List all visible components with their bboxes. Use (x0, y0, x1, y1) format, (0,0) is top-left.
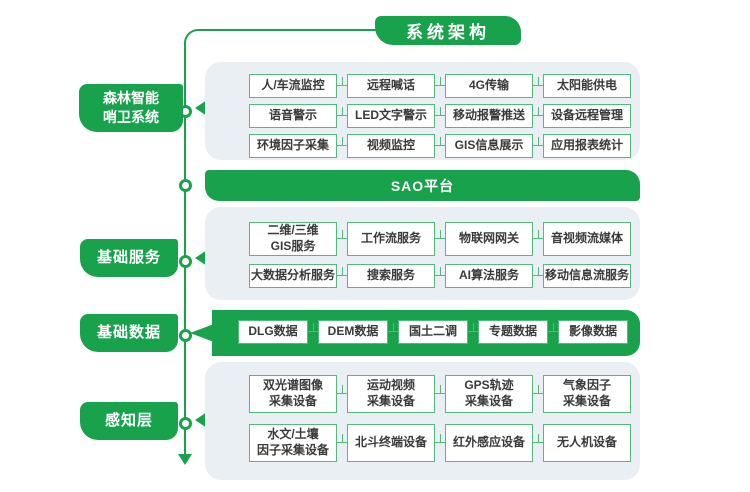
section-label-forest-sentinel-system: 森林智能 哨卫系统 (79, 84, 183, 132)
node-box: 水文/土壤 因子采集设备 (249, 424, 337, 462)
basic-data-bar: DLG数据 DEM数据国土二调专题数据影像数据 (190, 310, 640, 356)
connector-line (533, 264, 543, 288)
node-box: 专题数据 (478, 320, 548, 344)
spine-line (184, 29, 378, 458)
node-box: 国土二调 (398, 320, 468, 344)
arrow-left-icon (195, 100, 207, 116)
connector-line (533, 222, 543, 256)
node-box: 人/车流监控 (249, 74, 337, 98)
node-box: DLG数据 (238, 320, 308, 344)
node-row: 大数据分析服务搜索服务 AI算法服务移动信息流服务 (249, 264, 640, 288)
diagram-title: 系统架构 (375, 16, 521, 45)
node-circle-icon (179, 417, 192, 430)
node-box: 太阳能供电 (543, 74, 631, 98)
node-box: 视频监控 (347, 134, 435, 158)
node-box: GIS信息展示 (445, 134, 533, 158)
connector-line (533, 375, 543, 413)
connector-line (337, 222, 347, 256)
node-row: 人/车流监控远程喊话 4G传输太阳能供电 (249, 74, 640, 98)
node-box: 物联网网关 (445, 222, 533, 256)
node-circle-icon (179, 255, 192, 268)
connector-line (388, 320, 398, 344)
connector-line (337, 264, 347, 288)
connector-line (533, 134, 543, 158)
node-row: 双光谱图像 采集设备运动视频 采集设备 GPS轨迹 采集设备气象因子 采集设备 (249, 375, 640, 413)
connector-line (435, 134, 445, 158)
node-box: 北斗终端设备 (347, 424, 435, 462)
node-row: 环境因子采集视频监控 GIS信息展示应用报表统计 (249, 134, 640, 158)
panel-sensing-layer: 双光谱图像 采集设备运动视频 采集设备 GPS轨迹 采集设备气象因子 采集设备水文… (205, 362, 640, 480)
panel-forest-sentinel-system: 人/车流监控远程喊话 4G传输太阳能供电语音警示 LED文字警示移动报警推送设备远程… (205, 62, 640, 160)
connector-line (435, 104, 445, 128)
node-box: 无人机设备 (543, 424, 631, 462)
connector-line (337, 134, 347, 158)
section-label-basic-data: 基础数据 (80, 314, 178, 352)
node-box: 红外感应设备 (445, 424, 533, 462)
connector-line (548, 320, 558, 344)
node-box: AI算法服务 (445, 264, 533, 288)
node-box: 移动报警推送 (445, 104, 533, 128)
node-row: 水文/土壤 因子采集设备北斗终端设备红外感应设备无人机设备 (249, 424, 640, 462)
connector-line (435, 222, 445, 256)
section-label-basic-services: 基础服务 (80, 239, 178, 277)
node-box: DEM数据 (318, 320, 388, 344)
node-box: 影像数据 (558, 320, 628, 344)
connector-line (308, 320, 318, 344)
node-box: 远程喊话 (347, 74, 435, 98)
node-box: 音视频流媒体 (543, 222, 631, 256)
node-row: DLG数据 DEM数据国土二调专题数据影像数据 (238, 320, 640, 344)
node-box: LED文字警示 (347, 104, 435, 128)
node-row: 语音警示 LED文字警示移动报警推送设备远程管理 (249, 104, 640, 128)
panel-basic-services: 二维/三维 GIS服务工作流服务物联网网关音视频流媒体大数据分析服务搜索服务 AI… (205, 207, 640, 300)
node-box: 4G传输 (445, 74, 533, 98)
connector-line (533, 74, 543, 98)
node-box: 二维/三维 GIS服务 (249, 222, 337, 256)
node-box: 移动信息流服务 (543, 264, 631, 288)
connector-line (435, 375, 445, 413)
arrow-left-icon (195, 412, 207, 428)
section-label-sensing-layer: 感知层 (80, 402, 178, 440)
node-box: 工作流服务 (347, 222, 435, 256)
sao-platform-bar: SAO平台 (205, 170, 640, 201)
connector-line (435, 74, 445, 98)
connector-line (337, 424, 347, 462)
node-box: 语音警示 (249, 104, 337, 128)
node-box: 搜索服务 (347, 264, 435, 288)
connector-line (435, 424, 445, 462)
node-box: 设备远程管理 (543, 104, 631, 128)
connector-line (337, 104, 347, 128)
node-row: 二维/三维 GIS服务工作流服务物联网网关音视频流媒体 (249, 222, 640, 256)
node-circle-icon (179, 179, 192, 192)
arrow-left-icon (195, 250, 207, 266)
spine-arrow-down-icon (178, 454, 192, 465)
connector-line (337, 375, 347, 413)
node-box: GPS轨迹 采集设备 (445, 375, 533, 413)
connector-line (533, 104, 543, 128)
connector-line (533, 424, 543, 462)
node-box: 运动视频 采集设备 (347, 375, 435, 413)
node-circle-icon (179, 329, 192, 342)
node-box: 应用报表统计 (543, 134, 631, 158)
connector-line (337, 74, 347, 98)
connector-line (468, 320, 478, 344)
node-box: 气象因子 采集设备 (543, 375, 631, 413)
connector-line (435, 264, 445, 288)
node-box: 环境因子采集 (249, 134, 337, 158)
node-box: 双光谱图像 采集设备 (249, 375, 337, 413)
node-box: 大数据分析服务 (249, 264, 337, 288)
